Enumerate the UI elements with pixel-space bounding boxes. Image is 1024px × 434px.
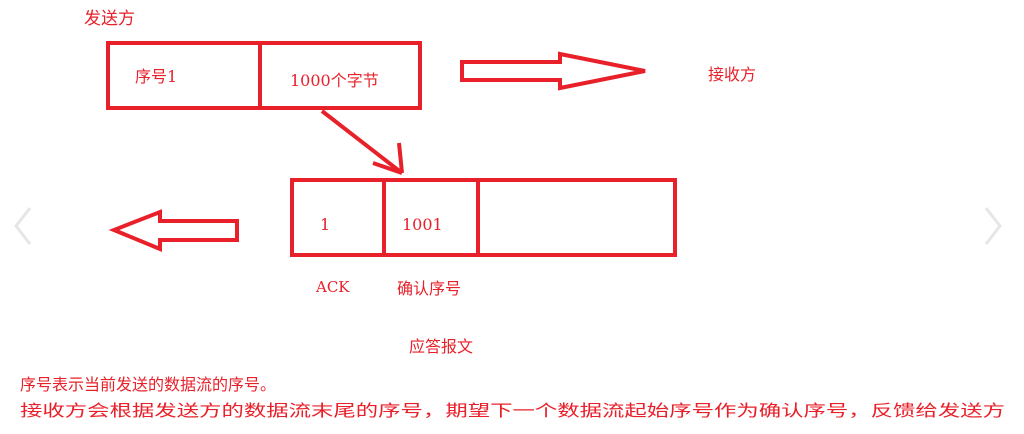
carousel-prev-icon[interactable] (14, 207, 32, 245)
diagonal-arrow-icon (320, 109, 404, 175)
sender-segment-box (106, 41, 422, 110)
seq-field-text: 序号1 (135, 67, 177, 86)
note-line-2: 接收方会根据发送方的数据流末尾的序号，期望下一个数据流起始序号作为确认序号，反馈… (20, 401, 1005, 420)
ack-label: ACK (315, 278, 350, 296)
right-arrow-icon (460, 51, 646, 91)
reply-label: 应答报文 (409, 337, 473, 356)
left-arrow-icon (108, 209, 239, 252)
ack-number-label: 确认序号 (397, 279, 461, 298)
data-field-text: 1000个字节 (290, 71, 379, 90)
carousel-next-icon[interactable] (984, 207, 1002, 245)
ack-value-text: 1 (320, 215, 330, 234)
ack-number-value-text: 1001 (402, 215, 443, 234)
sender-label: 发送方 (84, 9, 135, 29)
note-line-1: 序号表示当前发送的数据流的序号。 (20, 375, 276, 394)
ack-segment-box (290, 178, 677, 257)
receiver-label: 接收方 (708, 65, 756, 84)
